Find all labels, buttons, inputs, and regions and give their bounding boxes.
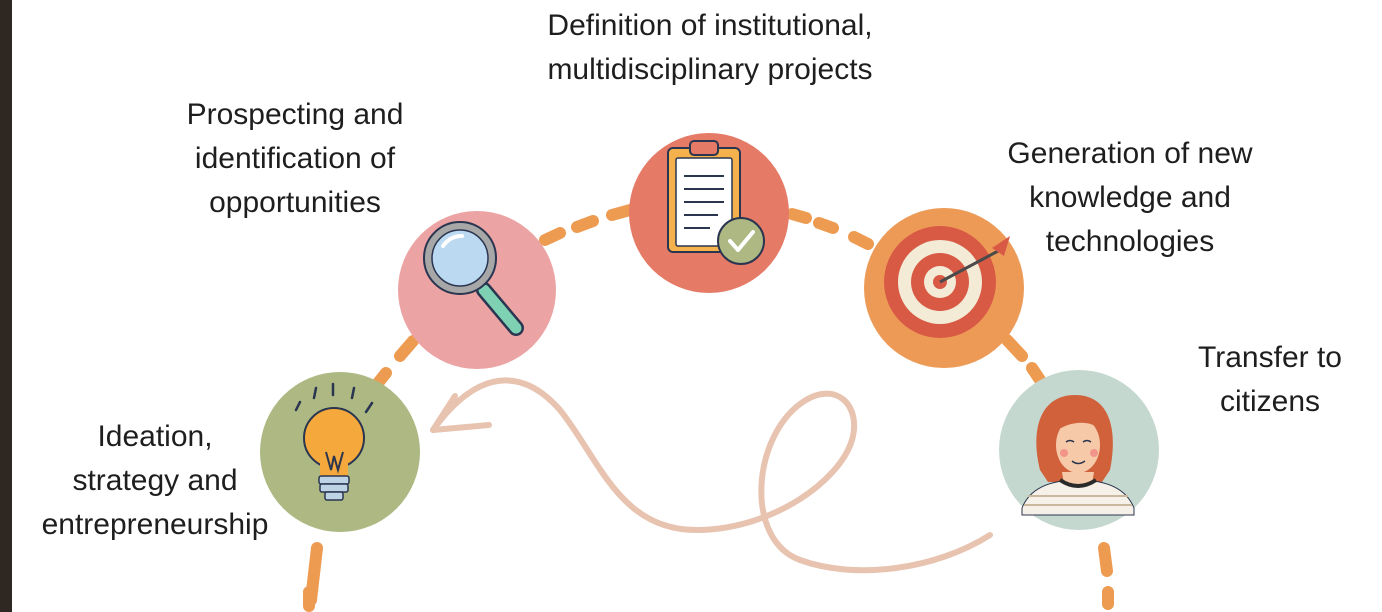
- ideation-label-line2: strategy and: [72, 464, 238, 497]
- dash-segment: [786, 208, 812, 224]
- prospecting-label-line3: opportunities: [209, 186, 381, 219]
- dash-segment: [848, 231, 874, 250]
- clipboard-check-icon: [667, 140, 765, 265]
- left-edge-bar: [0, 0, 12, 612]
- lightbulb-icon: [294, 382, 374, 501]
- generation-label-line1: Generation of new: [1007, 137, 1253, 170]
- transfer-label: Transfer to citizens: [1160, 336, 1380, 424]
- dash-segment: [1098, 542, 1113, 577]
- definition-node: [629, 133, 789, 293]
- dash-segment: [539, 227, 566, 246]
- return-arrow: [430, 377, 993, 574]
- dash-segment: [372, 367, 392, 389]
- prospecting-label-line1: Prospecting and: [186, 98, 404, 131]
- dash-segment: [1026, 362, 1046, 386]
- definition-label-line1: Definition of institutional,: [547, 9, 873, 42]
- prospecting-node: [398, 211, 556, 369]
- transfer-node: [999, 370, 1159, 530]
- ideation-label: Ideation, strategy and entrepreneurship: [10, 415, 300, 547]
- ideation-label-line3: entrepreneurship: [41, 508, 269, 541]
- generation-label: Generation of new knowledge and technolo…: [970, 132, 1290, 264]
- prospecting-label: Prospecting and identification of opport…: [150, 93, 440, 225]
- transfer-label-line2: citizens: [1219, 385, 1321, 418]
- generation-label-line3: technologies: [1045, 225, 1215, 258]
- transfer-label-line1: Transfer to: [1198, 341, 1342, 374]
- magnifying-glass-icon: [423, 221, 524, 336]
- dash-segment: [571, 215, 599, 233]
- dashed-path: [303, 204, 1114, 612]
- prospecting-label-line2: identification of: [194, 142, 396, 175]
- ideation-label-line1: Ideation,: [97, 420, 213, 453]
- dash-segment: [1001, 334, 1028, 362]
- dash-segment: [606, 204, 636, 221]
- person-icon: [1021, 395, 1135, 516]
- definition-label: Definition of institutional, multidiscip…: [480, 4, 940, 92]
- target-icon: [884, 226, 1010, 338]
- generation-node: [864, 208, 1024, 368]
- generation-label-line2: knowledge and: [1029, 181, 1231, 214]
- dash-segment: [813, 217, 839, 234]
- definition-label-line2: multidisciplinary projects: [547, 53, 873, 86]
- ideation-node: [260, 372, 420, 532]
- dash-segment: [394, 335, 419, 362]
